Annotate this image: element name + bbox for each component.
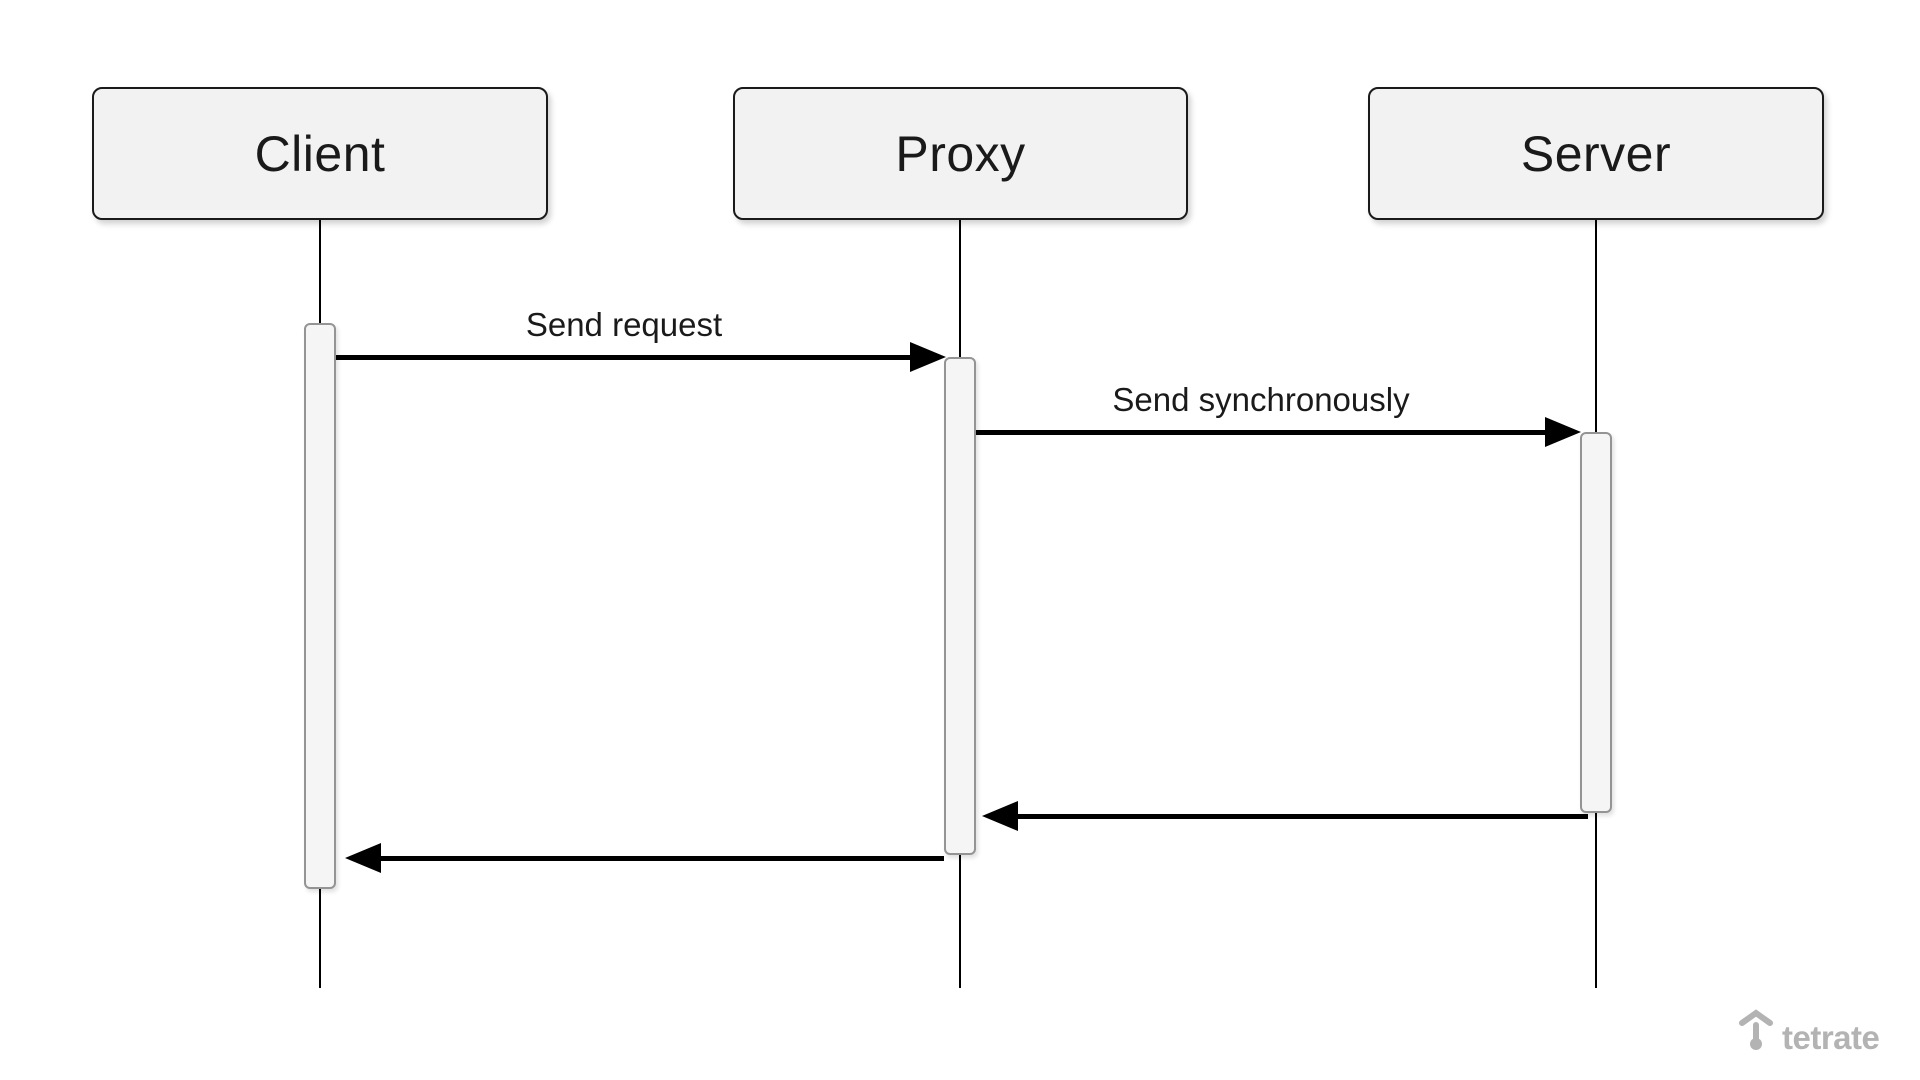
message-line-send-request [336,355,912,360]
message-line-send-synchronously [976,430,1547,435]
message-label-send-request: Send request [525,306,723,343]
arrowhead-left-icon [982,801,1018,831]
tetrate-logo-text: tetrate [1782,1019,1880,1056]
tetrate-logo-icon [1738,1008,1774,1057]
activation-bar-proxy [944,357,976,855]
message-line-return-server [1016,814,1588,819]
message-label-send-synchronously: Send synchronously [1112,381,1410,418]
participant-box-server: Server [1368,87,1824,220]
participant-label-server: Server [1520,125,1672,182]
participant-label-client: Client [254,125,386,182]
activation-bar-client [304,323,336,889]
arrowhead-right-icon [1545,417,1581,447]
arrowhead-left-icon [345,843,381,873]
message-line-return-proxy [379,856,944,861]
participant-box-proxy: Proxy [733,87,1188,220]
participant-box-client: Client [92,87,548,220]
activation-bar-server [1580,432,1612,813]
arrowhead-right-icon [910,342,946,372]
tetrate-logo: tetrate [1738,1008,1880,1057]
participant-label-proxy: Proxy [895,125,1026,182]
